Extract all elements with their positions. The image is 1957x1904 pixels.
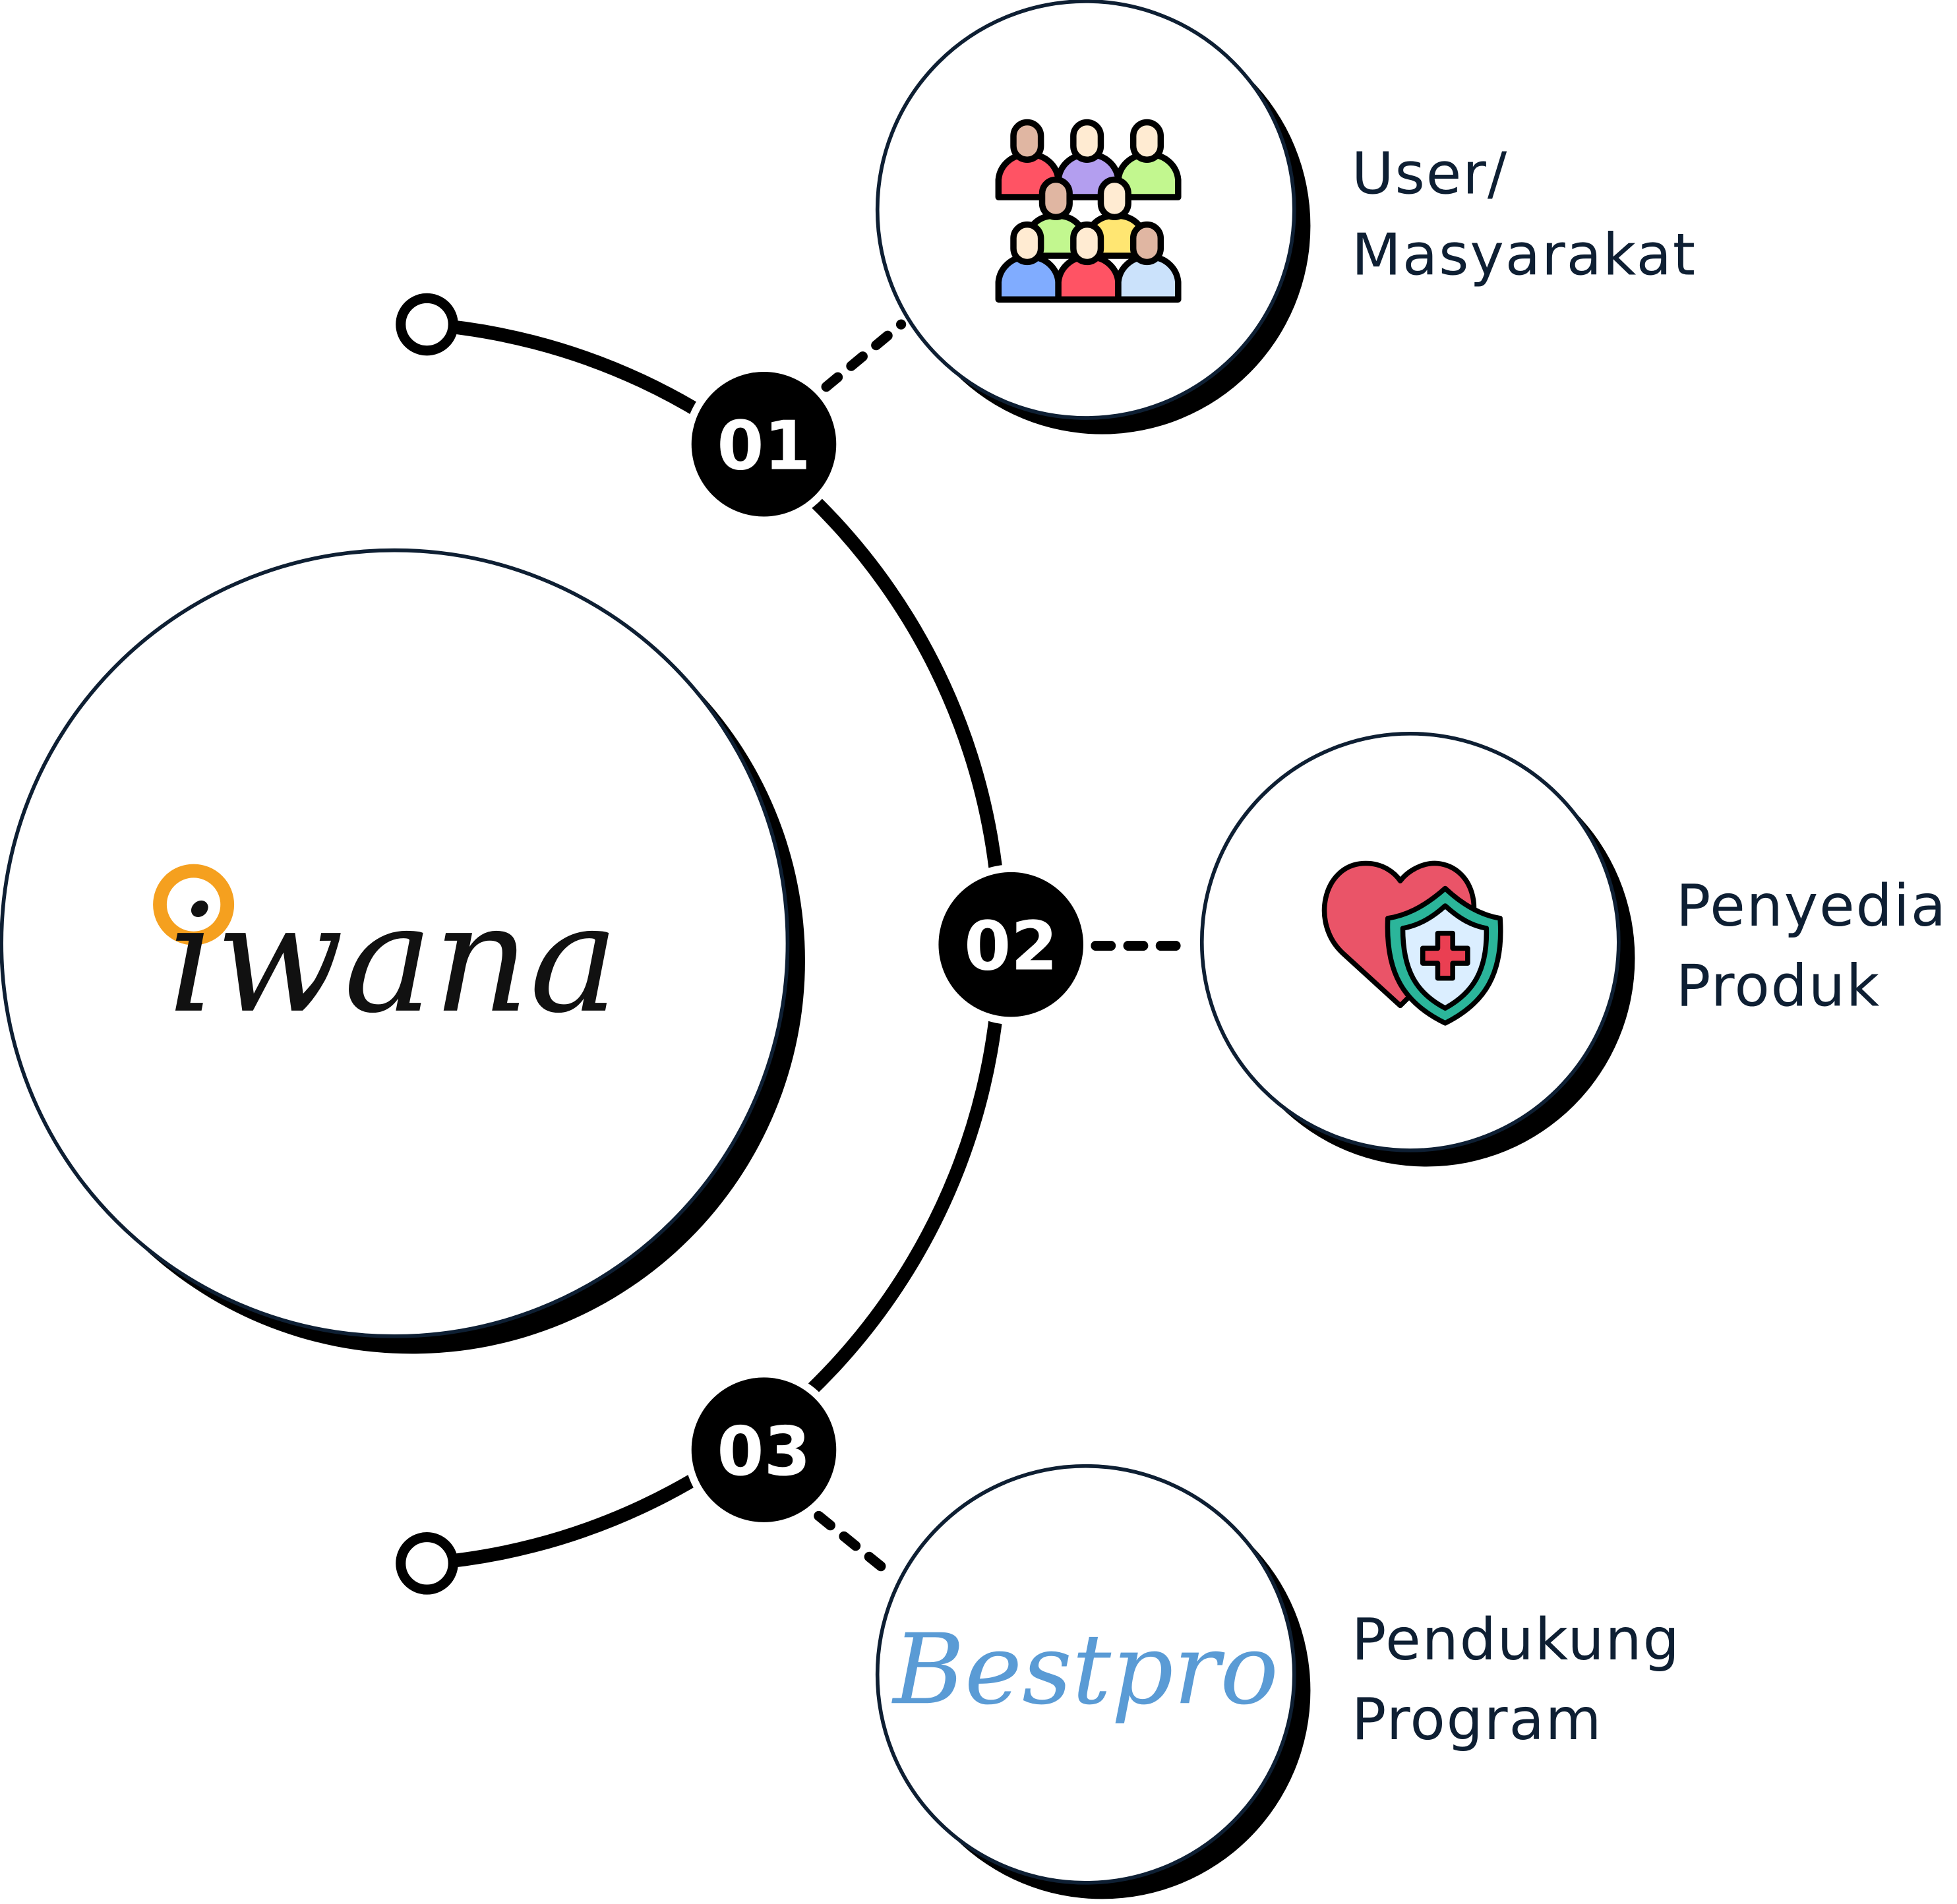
arc-end-bottom <box>396 1532 458 1595</box>
node-label-line: User/ <box>1352 140 1508 207</box>
heart-shield-icon <box>1321 860 1503 1026</box>
people-group-icon <box>995 119 1182 303</box>
dashed-connector-3 <box>814 1510 897 1580</box>
step-badge-01: 01 <box>684 364 844 524</box>
node-label-line: Program <box>1352 1686 1603 1753</box>
node-support: Bestpro Pendukung Program <box>875 1464 1681 1899</box>
dashed-connector-1 <box>821 319 907 392</box>
step-badge-02: 02 <box>931 864 1091 1025</box>
svg-text:01: 01 <box>717 407 810 486</box>
bestpro-logo: Bestpro <box>891 1613 1279 1726</box>
node-label-line: Penyedia <box>1676 872 1947 939</box>
center-circle: iwana <box>0 548 805 1354</box>
step-badge-03: 03 <box>684 1369 844 1530</box>
arc-end-top <box>396 293 458 356</box>
node-label-line: Pendukung <box>1352 1606 1681 1673</box>
node-user: User/ Masyarakat <box>875 0 1697 434</box>
svg-text:03: 03 <box>717 1413 810 1491</box>
node-label-line: Masyarakat <box>1352 221 1697 288</box>
node-label-line: Produk <box>1676 952 1881 1019</box>
node-provider: Penyedia Produk <box>1199 731 1947 1167</box>
iwana-logo: iwana <box>167 872 618 1046</box>
logo-ring-icon <box>153 864 235 945</box>
svg-text:02: 02 <box>964 907 1058 986</box>
